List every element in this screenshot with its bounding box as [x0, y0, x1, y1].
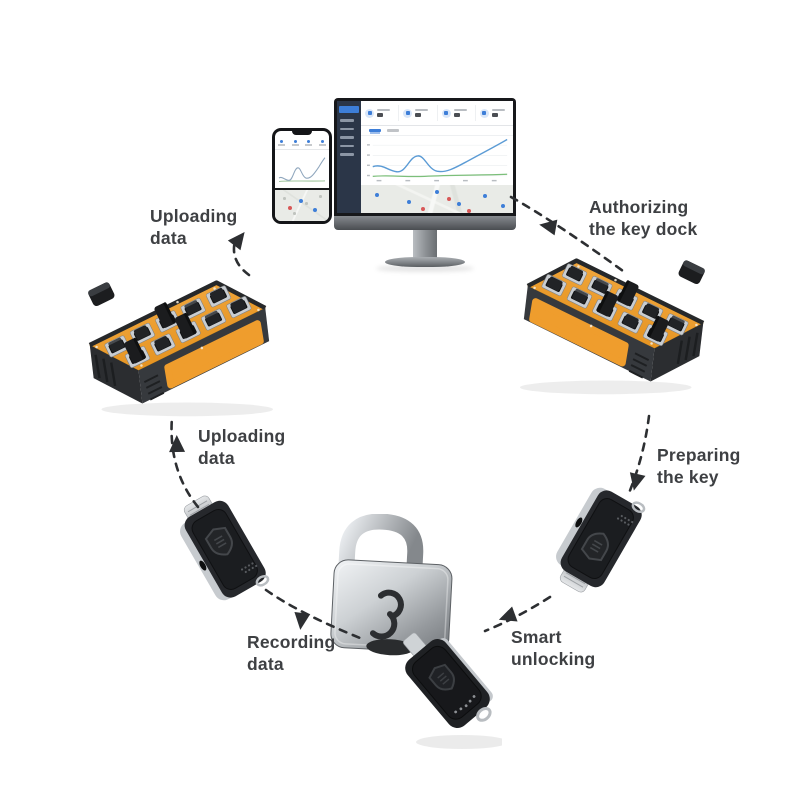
monitor-stand-neck — [413, 230, 437, 258]
active-tab — [369, 129, 381, 132]
flow-arc-dock-to-key — [627, 414, 651, 495]
arrowhead — [539, 219, 558, 236]
chart-tabs — [361, 126, 513, 136]
dashboard — [337, 101, 513, 213]
phone-notch — [292, 131, 312, 135]
monitor-screen — [334, 98, 516, 216]
arrowhead — [629, 472, 646, 491]
key-dock-graphic — [518, 250, 713, 398]
chart-line-blue — [372, 138, 508, 173]
alert-stat-icon — [479, 108, 489, 118]
padlock-body — [330, 559, 453, 654]
key-stat-icon — [403, 108, 413, 118]
monitor-shadow — [376, 265, 474, 272]
padlock-graphic — [330, 513, 508, 749]
dock-vents — [143, 374, 165, 401]
dashboard-sidebar — [337, 101, 361, 213]
padlock-shackle — [338, 513, 424, 578]
sidebar-item — [340, 153, 354, 156]
padlock-key-dots — [454, 695, 476, 714]
lock-stat-icon — [365, 108, 374, 118]
step-label-smart-unlocking: Smart unlocking — [511, 627, 596, 670]
flow-arc-key-to-dock — [170, 415, 200, 509]
key-port — [199, 560, 207, 571]
stat-card — [476, 105, 513, 121]
keyhole-collar — [366, 639, 415, 656]
padlock-key — [403, 632, 493, 729]
sidebar-item — [340, 127, 354, 130]
stat-text — [377, 109, 390, 117]
line-chart — [367, 138, 508, 182]
monitor-chin — [334, 216, 516, 230]
dock-stat-icon — [441, 108, 451, 118]
phone-stat-row — [275, 136, 329, 150]
floating-key — [88, 282, 115, 307]
sidebar-active-item — [339, 106, 359, 113]
smartphone — [272, 128, 332, 224]
padlock-key-loop — [476, 706, 492, 722]
dashboard-main — [361, 101, 513, 213]
step-label-authorizing-key-dock: Authorizing the key dock — [589, 197, 698, 240]
smart-key-right — [534, 473, 660, 609]
dashboard-chart — [361, 136, 513, 185]
sidebar-item — [340, 144, 354, 147]
key-dock-graphic — [88, 280, 274, 417]
desktop-monitor — [334, 98, 516, 272]
end-cap-ridges — [94, 354, 117, 387]
padlock-key-shield — [428, 663, 455, 691]
dashboard-map — [361, 185, 513, 213]
brand-logo — [369, 589, 404, 640]
dock-screws — [95, 287, 260, 367]
chart-line-green — [372, 173, 508, 178]
stat-text — [491, 109, 505, 117]
stat-cards-row — [361, 101, 513, 126]
sidebar-item — [340, 119, 354, 122]
key-loop — [255, 574, 270, 587]
key-vent-dots — [240, 562, 258, 574]
padlock-shadow — [416, 735, 508, 749]
inactive-tab — [387, 129, 399, 132]
stat-card — [438, 105, 476, 121]
smart-key-left — [158, 479, 284, 615]
key-shield-emblem — [204, 526, 233, 556]
phone-screen — [275, 131, 329, 221]
phone-line-chart — [278, 157, 326, 182]
smart-padlock — [312, 513, 508, 754]
phone-map — [275, 190, 329, 221]
step-label-uploading-data-cloud: Uploading data — [150, 206, 238, 249]
smart-key-graphic — [180, 495, 270, 601]
dock-front-plate — [164, 320, 264, 389]
stat-card — [361, 105, 400, 121]
key-dock-left — [80, 272, 275, 420]
smart-key-graphic — [544, 478, 649, 602]
arrowhead — [169, 435, 186, 453]
key-slots — [104, 285, 252, 368]
stat-text — [453, 109, 467, 117]
stat-text — [415, 109, 429, 117]
step-label-preparing-key: Preparing the key — [657, 445, 741, 488]
sidebar-item — [340, 136, 354, 139]
stat-card — [399, 105, 438, 121]
monitor-stand-base — [385, 257, 465, 267]
phone-chart — [275, 150, 329, 190]
step-label-recording-data: Recording data — [247, 632, 336, 675]
arrowhead — [294, 612, 311, 630]
dock-shadow — [101, 402, 274, 417]
dock-back-rim — [88, 280, 267, 347]
step-label-uploading-data-key: Uploading data — [198, 426, 286, 469]
key-dock-right — [518, 250, 713, 398]
